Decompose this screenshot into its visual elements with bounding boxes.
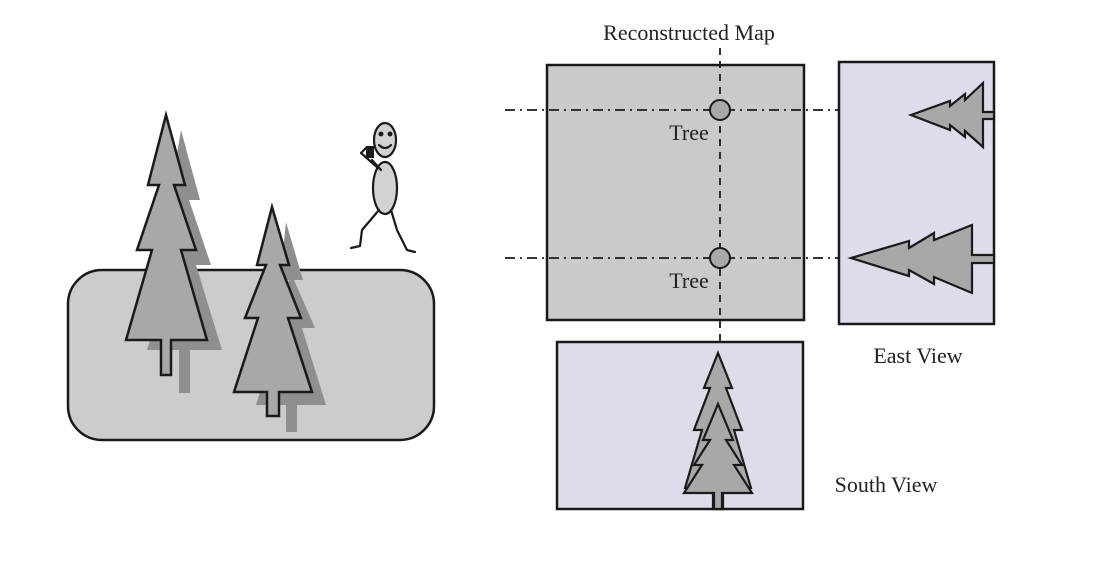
east-tree-large-icon xyxy=(847,223,996,295)
map-title: Reconstructed Map xyxy=(603,20,775,45)
south-view-label: South View xyxy=(835,472,938,497)
tall-tree-icon xyxy=(124,110,209,377)
tree-marker-upper xyxy=(709,99,731,121)
east-view-label: East View xyxy=(873,343,962,368)
figure-body xyxy=(371,160,399,216)
south-view-panel xyxy=(555,340,805,511)
south-view: South View xyxy=(555,340,938,511)
tree-marker-label-upper: Tree xyxy=(669,120,709,145)
reconstructed-map: Reconstructed Map Tree Tree xyxy=(505,20,850,365)
figure-left-leg xyxy=(349,208,381,250)
south-tree-small-icon xyxy=(681,401,755,511)
east-view: East View xyxy=(837,60,996,368)
camera-icon xyxy=(366,146,374,158)
tree-marker-label-lower: Tree xyxy=(669,268,709,293)
map-panel xyxy=(545,63,806,322)
short-tree-icon xyxy=(232,202,314,418)
figure-head xyxy=(372,121,398,159)
photographer-figure xyxy=(349,121,417,254)
figure-arm xyxy=(359,145,380,170)
tree-marker-lower xyxy=(709,247,731,269)
figure-right-leg xyxy=(389,208,417,254)
east-tree-small-icon xyxy=(907,80,996,150)
scene xyxy=(66,110,436,442)
